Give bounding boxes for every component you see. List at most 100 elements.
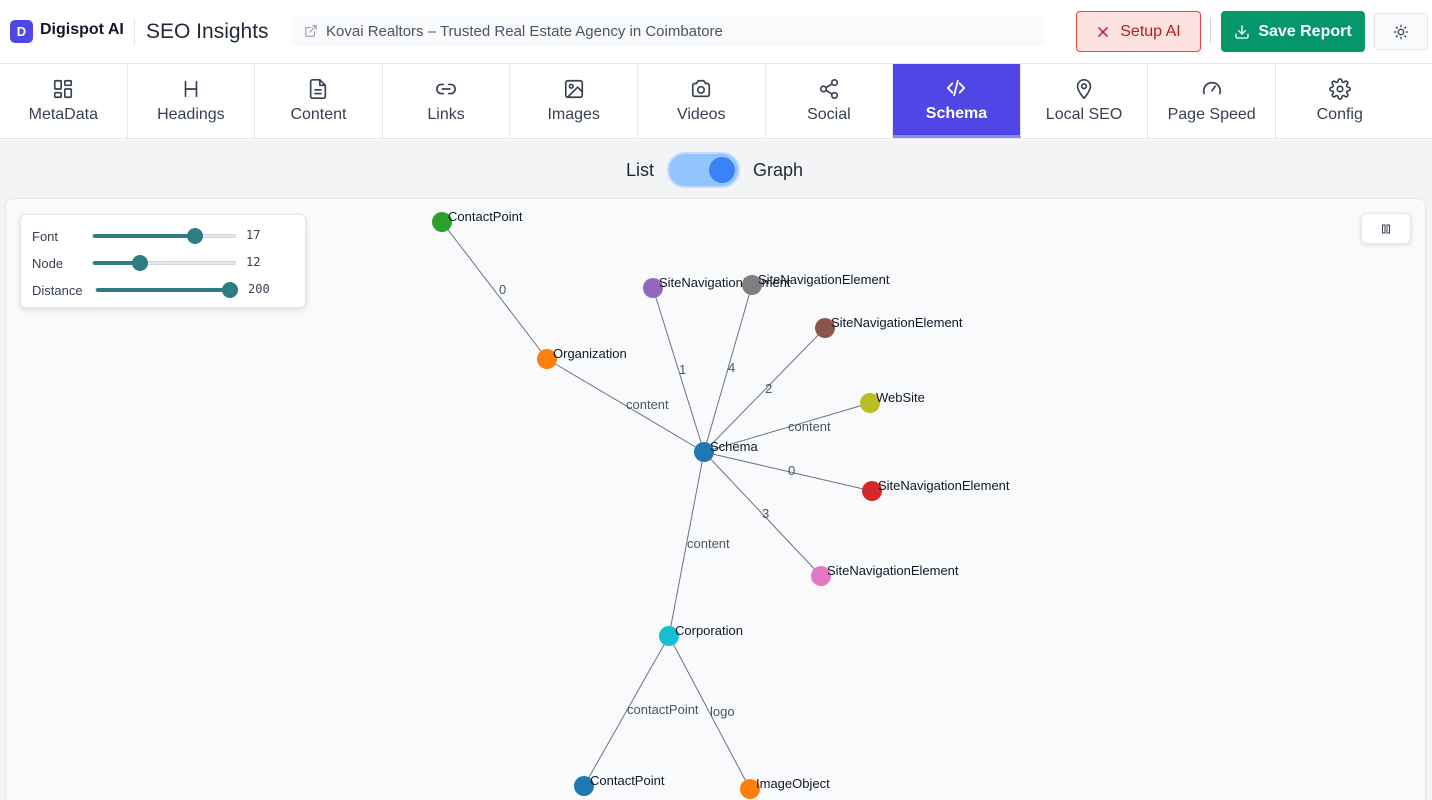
- tab-label: Headings: [157, 106, 225, 123]
- view-toggle-row: List Graph: [0, 152, 1432, 190]
- node-slider[interactable]: [92, 255, 236, 271]
- tab-schema[interactable]: Schema: [893, 64, 1021, 138]
- share-icon: [819, 79, 838, 99]
- graph-edge-corp-img: [668, 635, 751, 790]
- graph-node-label: SiteNavigationElement: [831, 315, 963, 330]
- setup-ai-label: Setup AI: [1120, 22, 1181, 40]
- close-icon: [1098, 26, 1109, 37]
- button-divider: [1210, 18, 1211, 44]
- tab-label: Images: [547, 106, 600, 123]
- graph-edge-label: 0: [788, 463, 795, 478]
- pause-simulation-button[interactable]: [1361, 213, 1411, 244]
- graph-edge-label: 4: [728, 360, 735, 375]
- header-divider: [134, 18, 135, 46]
- tab-label: Config: [1316, 106, 1363, 123]
- graph-edge-schema-sne0: [703, 451, 873, 492]
- camera-icon: [692, 79, 711, 98]
- graph-edge-schema-corp: [668, 451, 705, 637]
- code-icon: [947, 79, 966, 96]
- tab-page-speed[interactable]: Page Speed: [1148, 64, 1276, 138]
- graph-edge-schema-sne3: [703, 451, 822, 577]
- graph-node-label: Organization: [553, 346, 627, 361]
- font-slider-label: Font: [32, 229, 59, 244]
- tab-headings[interactable]: Headings: [128, 64, 256, 138]
- graph-node-sne0[interactable]: [862, 481, 882, 501]
- tab-content[interactable]: Content: [255, 64, 383, 138]
- tab-images[interactable]: Images: [510, 64, 638, 138]
- graph-edge-schema-sne4: [703, 284, 753, 453]
- distance-slider-label: Distance: [32, 283, 83, 298]
- graph-node-img[interactable]: [740, 779, 760, 799]
- tab-links[interactable]: Links: [383, 64, 511, 138]
- graph-node-schema[interactable]: [694, 442, 714, 462]
- distance-slider-value: 200: [248, 282, 270, 296]
- image-icon: [564, 79, 583, 99]
- tab-local-seo[interactable]: Local SEO: [1021, 64, 1149, 138]
- graph-edge-org-cp1: [441, 221, 548, 360]
- graph-node-corp[interactable]: [659, 626, 679, 646]
- graph-node-sne1[interactable]: [643, 278, 663, 298]
- graph-node-sne2[interactable]: [815, 318, 835, 338]
- distance-slider-fill: [96, 288, 230, 292]
- graph-edge-schema-sne1: [652, 287, 705, 453]
- graph-edge-schema-org: [546, 358, 705, 453]
- graph-view-label: Graph: [753, 160, 804, 180]
- graph-node-label: SiteNavigationElement: [878, 478, 1010, 493]
- distance-slider-thumb[interactable]: [222, 282, 238, 298]
- tab-label: Content: [290, 106, 347, 123]
- graph-edge-label: content: [626, 397, 669, 412]
- external-link-icon: [305, 25, 317, 37]
- sun-icon: [1393, 24, 1409, 39]
- tab-label: Schema: [925, 104, 988, 122]
- graph-node-sne3[interactable]: [811, 566, 831, 586]
- grid-icon: [54, 79, 73, 99]
- tab-label: Videos: [676, 106, 726, 123]
- brand-name: Digispot AI: [40, 21, 124, 38]
- graph-edge-label: 2: [765, 381, 772, 396]
- save-report-button[interactable]: Save Report: [1221, 11, 1365, 52]
- font-slider[interactable]: [92, 228, 236, 244]
- map-pin-icon: [1076, 79, 1092, 100]
- graph-node-sne4[interactable]: [742, 275, 762, 295]
- graph-edge-label: contactPoint: [627, 702, 699, 717]
- list-graph-toggle[interactable]: [667, 152, 740, 188]
- font-slider-thumb[interactable]: [187, 228, 204, 244]
- font-slider-value: 17: [246, 228, 261, 242]
- tab-config[interactable]: Config: [1276, 64, 1404, 138]
- link-icon: [436, 83, 457, 95]
- tab-videos[interactable]: Videos: [638, 64, 766, 138]
- logo-badge: D: [10, 20, 33, 43]
- tab-label: Links: [427, 106, 465, 123]
- graph-edge-label: logo: [710, 704, 735, 719]
- distance-slider[interactable]: [95, 282, 238, 298]
- graph-node-cp2[interactable]: [574, 776, 594, 796]
- gauge-icon: [1202, 81, 1221, 95]
- pause-icon: [1382, 224, 1390, 233]
- node-slider-label: Node: [32, 256, 64, 271]
- graph-node-cp1[interactable]: [432, 212, 452, 232]
- graph-controls-panel: Font 17 Node 12 Distance 200: [20, 214, 306, 308]
- tab-label: Page Speed: [1167, 106, 1256, 123]
- list-view-label: List: [626, 160, 655, 180]
- graph-node-org[interactable]: [537, 349, 557, 369]
- setup-ai-button[interactable]: Setup AI: [1076, 11, 1201, 52]
- page-url-text: Kovai Realtors – Trusted Real Estate Age…: [326, 22, 723, 40]
- tab-metadata[interactable]: MetaData: [0, 64, 128, 138]
- tab-social[interactable]: Social: [766, 64, 894, 138]
- graph-edge-label: 0: [499, 282, 506, 297]
- node-slider-thumb[interactable]: [131, 255, 148, 271]
- graph-node-label: SiteNavigationElement: [827, 563, 959, 578]
- theme-toggle-button[interactable]: [1374, 13, 1428, 50]
- page-url-link[interactable]: Kovai Realtors – Trusted Real Estate Age…: [292, 16, 1044, 46]
- gear-icon: [1328, 78, 1351, 100]
- save-report-label: Save Report: [1258, 22, 1352, 40]
- tab-label: Social: [807, 106, 851, 123]
- graph-node-website[interactable]: [860, 393, 880, 413]
- app-header: D Digispot AI SEO Insights Kovai Realtor…: [0, 0, 1432, 64]
- tab-label: MetaData: [28, 106, 98, 123]
- graph-edge-corp-cp2: [583, 635, 670, 787]
- font-slider-fill: [93, 234, 196, 238]
